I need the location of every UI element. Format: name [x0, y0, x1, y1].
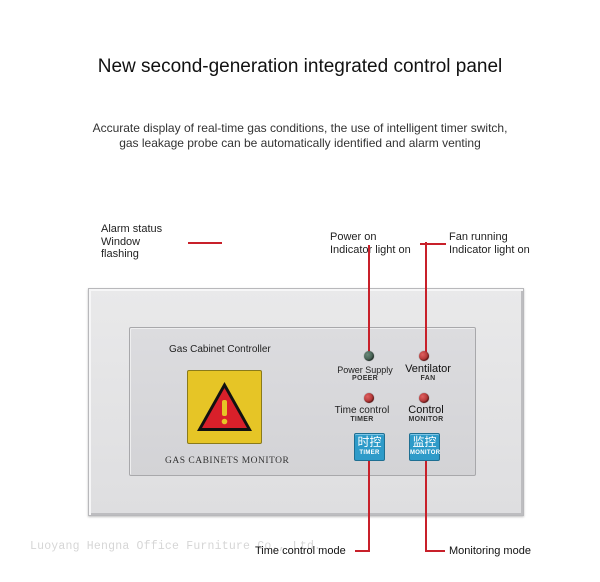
gas-cabinets-monitor-label: GAS CABINETS MONITOR	[165, 456, 290, 466]
callout-time-control-mode: Time control mode	[255, 545, 346, 557]
ventilator-label-group: Ventilator FAN	[396, 363, 460, 382]
monitor-mode-button[interactable]: 监控 MONITOR	[409, 433, 440, 461]
callout-alarm-line-3: flashing	[101, 248, 139, 260]
time-control-callout-horizontal	[355, 550, 370, 552]
timer-indicator-led	[364, 393, 374, 403]
power-supply-label-group: Power Supply POEER	[333, 365, 397, 382]
ventilator-label: Ventilator	[405, 363, 451, 375]
timer-mode-button[interactable]: 时控 TIMER	[354, 433, 385, 461]
page-title: New second-generation integrated control…	[97, 56, 503, 77]
time-control-callout-line	[368, 458, 370, 551]
power-supply-sublabel: POEER	[351, 375, 378, 382]
timer-button-zh-label: 时控	[357, 435, 382, 449]
callout-alarm-status: Alarm status Window flashing	[101, 223, 162, 261]
warning-triangle-icon	[197, 382, 252, 431]
callout-power-line-1: Power on	[330, 231, 377, 243]
ventilator-sublabel: FAN	[420, 375, 436, 382]
monitoring-callout-line	[425, 458, 427, 551]
callout-monitoring-mode: Monitoring mode	[449, 545, 531, 557]
subtitle-line-2: gas leakage probe can be automatically i…	[119, 136, 481, 150]
control-label-group: Control MONITOR	[394, 404, 458, 423]
time-control-sublabel: TIMER	[350, 416, 374, 423]
alarm-callout-line	[188, 242, 222, 244]
power-indicator-led	[364, 351, 374, 361]
power-callout-line	[368, 245, 370, 353]
fan-callout-horizontal	[420, 243, 446, 245]
power-supply-label: Power Supply	[337, 365, 393, 375]
timer-button-en-label: TIMER	[359, 450, 380, 456]
callout-fan-line-2: Indicator light on	[449, 243, 530, 256]
time-control-label: Time control	[334, 405, 390, 416]
monitor-indicator-led	[419, 393, 429, 403]
subtitle-line-1: Accurate display of real-time gas condit…	[92, 121, 508, 135]
company-watermark: Luoyang Hengna Office Furniture Co., Ltd…	[30, 540, 322, 553]
controller-title: Gas Cabinet Controller	[169, 344, 271, 355]
callout-power-on: Power on Indicator light on	[330, 231, 411, 256]
page-subtitle: Accurate display of real-time gas condit…	[40, 121, 560, 151]
alarm-status-window	[187, 370, 262, 444]
time-control-label-group: Time control TIMER	[328, 405, 396, 423]
control-sublabel: MONITOR	[408, 416, 444, 423]
monitor-button-en-label: MONITOR	[410, 450, 441, 456]
callout-fan-line-1: Fan running	[449, 231, 508, 243]
callout-fan-running: Fan running Indicator light on	[449, 231, 530, 256]
monitor-button-zh-label: 监控	[412, 435, 437, 449]
callout-alarm-line-1: Alarm status	[101, 223, 163, 235]
control-label: Control	[408, 404, 444, 416]
callout-alarm-line-2: Window	[101, 235, 141, 248]
fan-indicator-led	[419, 351, 429, 361]
callout-power-line-2: Indicator light on	[330, 243, 411, 256]
monitoring-callout-horizontal	[425, 550, 445, 552]
fan-callout-line	[425, 242, 427, 353]
